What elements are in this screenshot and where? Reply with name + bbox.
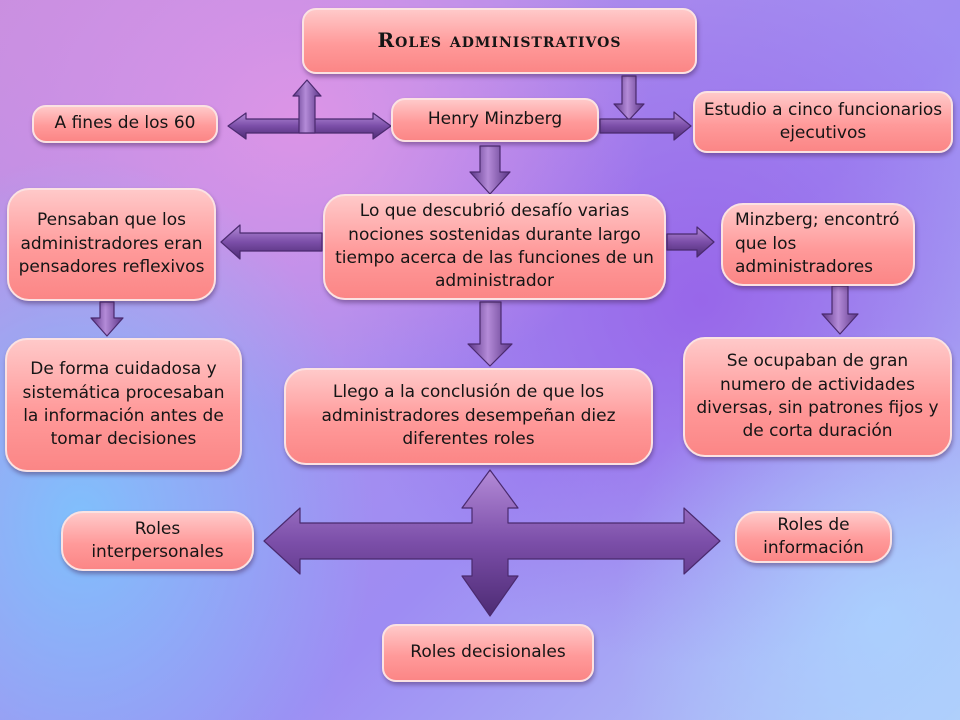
node-roles-interpersonales: Roles interpersonales [61,511,254,571]
node-roles-interpersonales-text: Roles interpersonales [91,518,224,562]
arrow-title-down [613,75,645,121]
node-descubrio-text: Lo que descubrió desafío varias nociones… [335,201,654,292]
arrow-descubrio-conclusion [467,301,513,367]
node-roles-decisionales-text: Roles decisionales [410,642,566,663]
node-conclusion-text: Llego a la conclusión de que los adminis… [321,382,616,450]
node-ocupaban: Se ocupaban de gran numero de actividade… [683,337,952,457]
arrow-descubrio-pensaban [220,224,323,260]
node-encontro-text: Minzberg; encontró que los administrador… [735,210,900,278]
arrow-henry-estudio [599,111,692,141]
node-estudio-text: Estudio a cinco funcionarios ejecutivos [703,99,943,143]
arrow-pensaban-cuidadosa [90,301,124,337]
node-encontro: Minzberg; encontró que los administrador… [721,203,915,286]
node-roles-informacion-text: Roles de información [763,514,864,558]
node-henry-minzberg: Henry Minzberg [391,98,599,142]
node-estudio: Estudio a cinco funcionarios ejecutivos [693,91,953,153]
node-cuidadosa-text: De forma cuidadosa y sistemática procesa… [22,359,225,450]
diagram-title: Roles administrativos [377,28,622,53]
node-pensaban: Pensaban que los administradores eran pe… [7,188,216,301]
node-pensaban-text: Pensaban que los administradores eran pe… [18,210,205,278]
node-descubrio: Lo que descubrió desafío varias nociones… [323,194,666,300]
arrow-cross-four-way [263,469,721,617]
node-fines-60-text: A fines de los 60 [54,113,196,134]
node-cuidadosa: De forma cuidadosa y sistemática procesa… [5,338,242,472]
node-henry-minzberg-text: Henry Minzberg [427,109,563,130]
title-box: Roles administrativos [302,8,697,74]
arrow-up-to-title [292,79,322,134]
node-conclusion: Llego a la conclusión de que los adminis… [284,368,653,465]
arrow-descubrio-encontro [666,226,715,258]
node-ocupaban-text: Se ocupaban de gran numero de actividade… [696,351,939,442]
arrow-encontro-ocupaban [821,285,859,335]
node-roles-informacion: Roles de información [735,511,892,563]
node-fines-60: A fines de los 60 [32,105,218,143]
node-roles-decisionales: Roles decisionales [382,624,594,682]
arrow-henry-descubrio [469,145,511,195]
